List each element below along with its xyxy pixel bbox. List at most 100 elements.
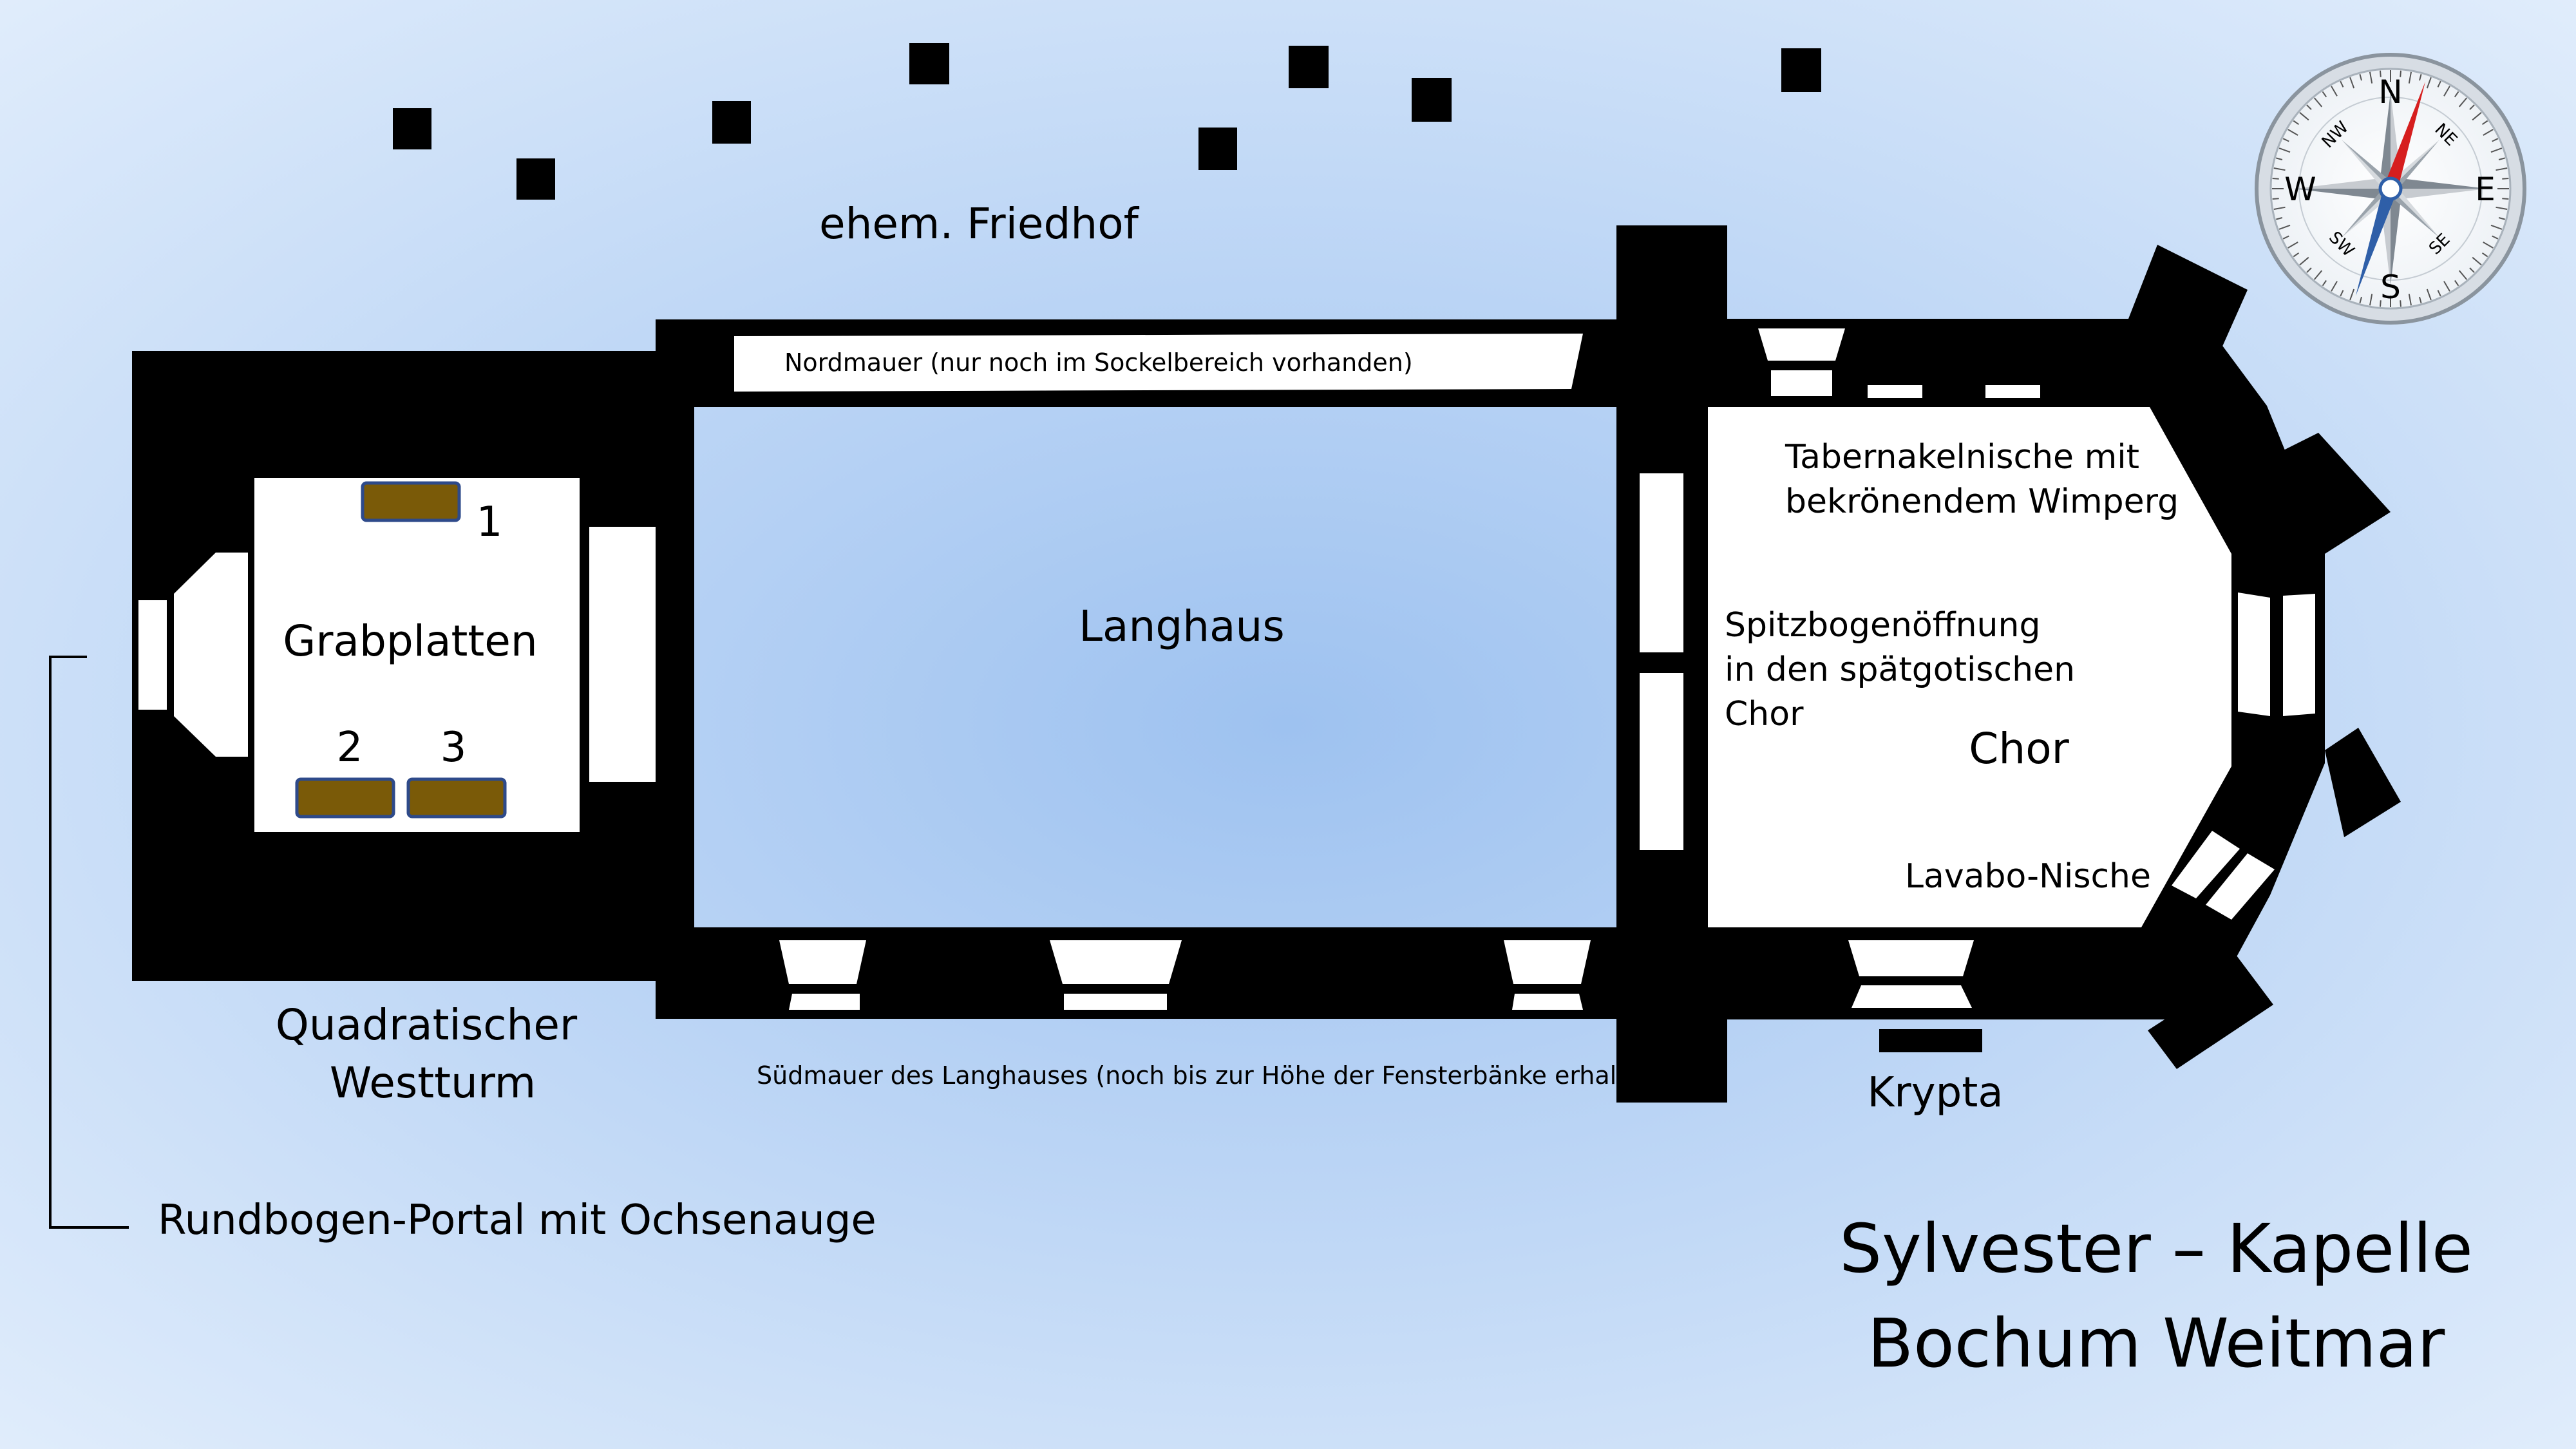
title-line2: Bochum Weitmar [1868, 1304, 2445, 1383]
grave-marker [1781, 48, 1821, 92]
compass-tick [2273, 167, 2286, 171]
buttress-east-upper [2267, 433, 2391, 554]
compass-tick [2293, 252, 2300, 258]
tomb-slab-2-number: 2 [337, 724, 363, 772]
grave-marker [909, 43, 949, 84]
arch-label-line2: in den spätgotischen [1725, 650, 2075, 689]
compass-tick [2369, 294, 2373, 306]
pointed-arch-opening-lower [1640, 673, 1683, 850]
buttress-northeast [2128, 245, 2248, 406]
compass-west-label: W [2284, 171, 2316, 208]
compass-tick [2282, 138, 2289, 142]
compass-tick [2483, 129, 2494, 136]
compass-tick [2282, 235, 2289, 240]
compass-tick [2419, 296, 2422, 303]
compass-tick [2380, 300, 2382, 307]
compass-tick [2313, 270, 2323, 280]
compass-tick [2502, 198, 2509, 200]
choir [1708, 245, 2401, 1069]
compass-tick [2272, 198, 2279, 200]
compass-tick [2481, 120, 2488, 126]
choir-label: Chor [1969, 724, 2069, 773]
apse-east-window-left [2238, 592, 2270, 716]
arch-label-line1: Spitzbogenöffnung [1725, 606, 2040, 645]
compass-tick [2469, 104, 2475, 110]
compass-needle [2355, 81, 2426, 296]
arch-label-line3: Chor [1725, 695, 1804, 734]
compass-tick [2278, 224, 2291, 230]
north-wall-foundation [734, 334, 1583, 392]
title-line1: Sylvester – Kapelle [1839, 1209, 2473, 1288]
south-window-1-splay [779, 940, 866, 984]
compass-tick [2443, 86, 2450, 97]
west-tower-label-line2: Westturm [330, 1058, 536, 1108]
compass-tick [2272, 178, 2279, 180]
compass-tick [2454, 279, 2459, 287]
grave-marker [1289, 46, 1329, 88]
north-wall-label: Nordmauer (nur noch im Sockelbereich vor… [784, 348, 1413, 377]
compass-tick [2273, 206, 2286, 210]
west-tower [132, 351, 685, 981]
compass-tick [2299, 111, 2309, 121]
compass-tick [2426, 289, 2432, 301]
compass-needle-north [2383, 81, 2426, 191]
compass-tick [2313, 97, 2323, 108]
compass-tick [2340, 80, 2344, 88]
tomb-slab-3-number: 3 [440, 724, 467, 772]
compass-tick [2490, 224, 2503, 230]
grave-marker [516, 158, 555, 200]
compass-tick [2472, 256, 2482, 266]
compass-east-label: E [2475, 171, 2496, 208]
crypt-marker [1879, 1029, 1982, 1052]
compass-tick [2349, 77, 2355, 89]
compass-tick [2400, 70, 2401, 77]
compass-tick [2299, 256, 2309, 266]
compass-tick [2419, 74, 2422, 81]
pointed-arch-opening-upper [1640, 473, 1683, 652]
nave [656, 225, 1727, 1103]
compass-tick [2306, 104, 2312, 110]
compass-tick [2458, 97, 2468, 108]
apse-southeast-window-right [2206, 853, 2275, 920]
compass-tick [2276, 157, 2283, 160]
south-choir-window-splay [1848, 940, 1974, 976]
compass-tick [2443, 281, 2450, 292]
tomb-slab-1-number: 1 [477, 498, 503, 546]
portal-label: Rundbogen-Portal mit Ochsenauge [158, 1197, 876, 1244]
north-choir-slot-2 [1985, 385, 2040, 398]
compass-south-label: S [2380, 269, 2401, 306]
compass-tick [2278, 147, 2291, 153]
compass-ticks [2272, 70, 2509, 307]
tabernacle-niche-crown [1758, 328, 1845, 361]
tabernacle-label-line2: bekrönendem Wimperg [1785, 482, 2179, 521]
compass-tick [2380, 70, 2382, 77]
north-choir-slot-1 [1868, 385, 1922, 398]
south-window-2-splay [1050, 940, 1182, 984]
compass-tick [2502, 178, 2509, 180]
south-window-3-sill [1512, 994, 1583, 1010]
choir-interior [1708, 407, 2231, 927]
lavabo-label: Lavabo-Nische [1905, 857, 2151, 896]
compass-tick [2481, 252, 2488, 258]
compass-tick [2498, 217, 2505, 220]
tabernacle-niche [1771, 370, 1832, 396]
compass-tick [2340, 290, 2344, 297]
cemetery-label: ehem. Friedhof [819, 199, 1140, 249]
compass-tick [2287, 129, 2298, 136]
compass-tick [2349, 289, 2355, 301]
compass-tick [2322, 279, 2327, 287]
compass-tick [2490, 147, 2503, 153]
south-wall-label: Südmauer des Langhauses (noch bis zur Hö… [757, 1061, 1666, 1090]
grave-marker [1412, 78, 1452, 122]
crypt-label: Krypta [1867, 1069, 2003, 1117]
compass-tick [2454, 91, 2459, 98]
compass-tick [2496, 167, 2508, 171]
compass-tick [2437, 290, 2441, 297]
compass-tick [2293, 120, 2300, 126]
grave-marker [712, 101, 751, 144]
south-window-3-splay [1504, 940, 1591, 984]
round-arch-portal [174, 553, 248, 757]
south-window-1-sill [789, 994, 860, 1010]
